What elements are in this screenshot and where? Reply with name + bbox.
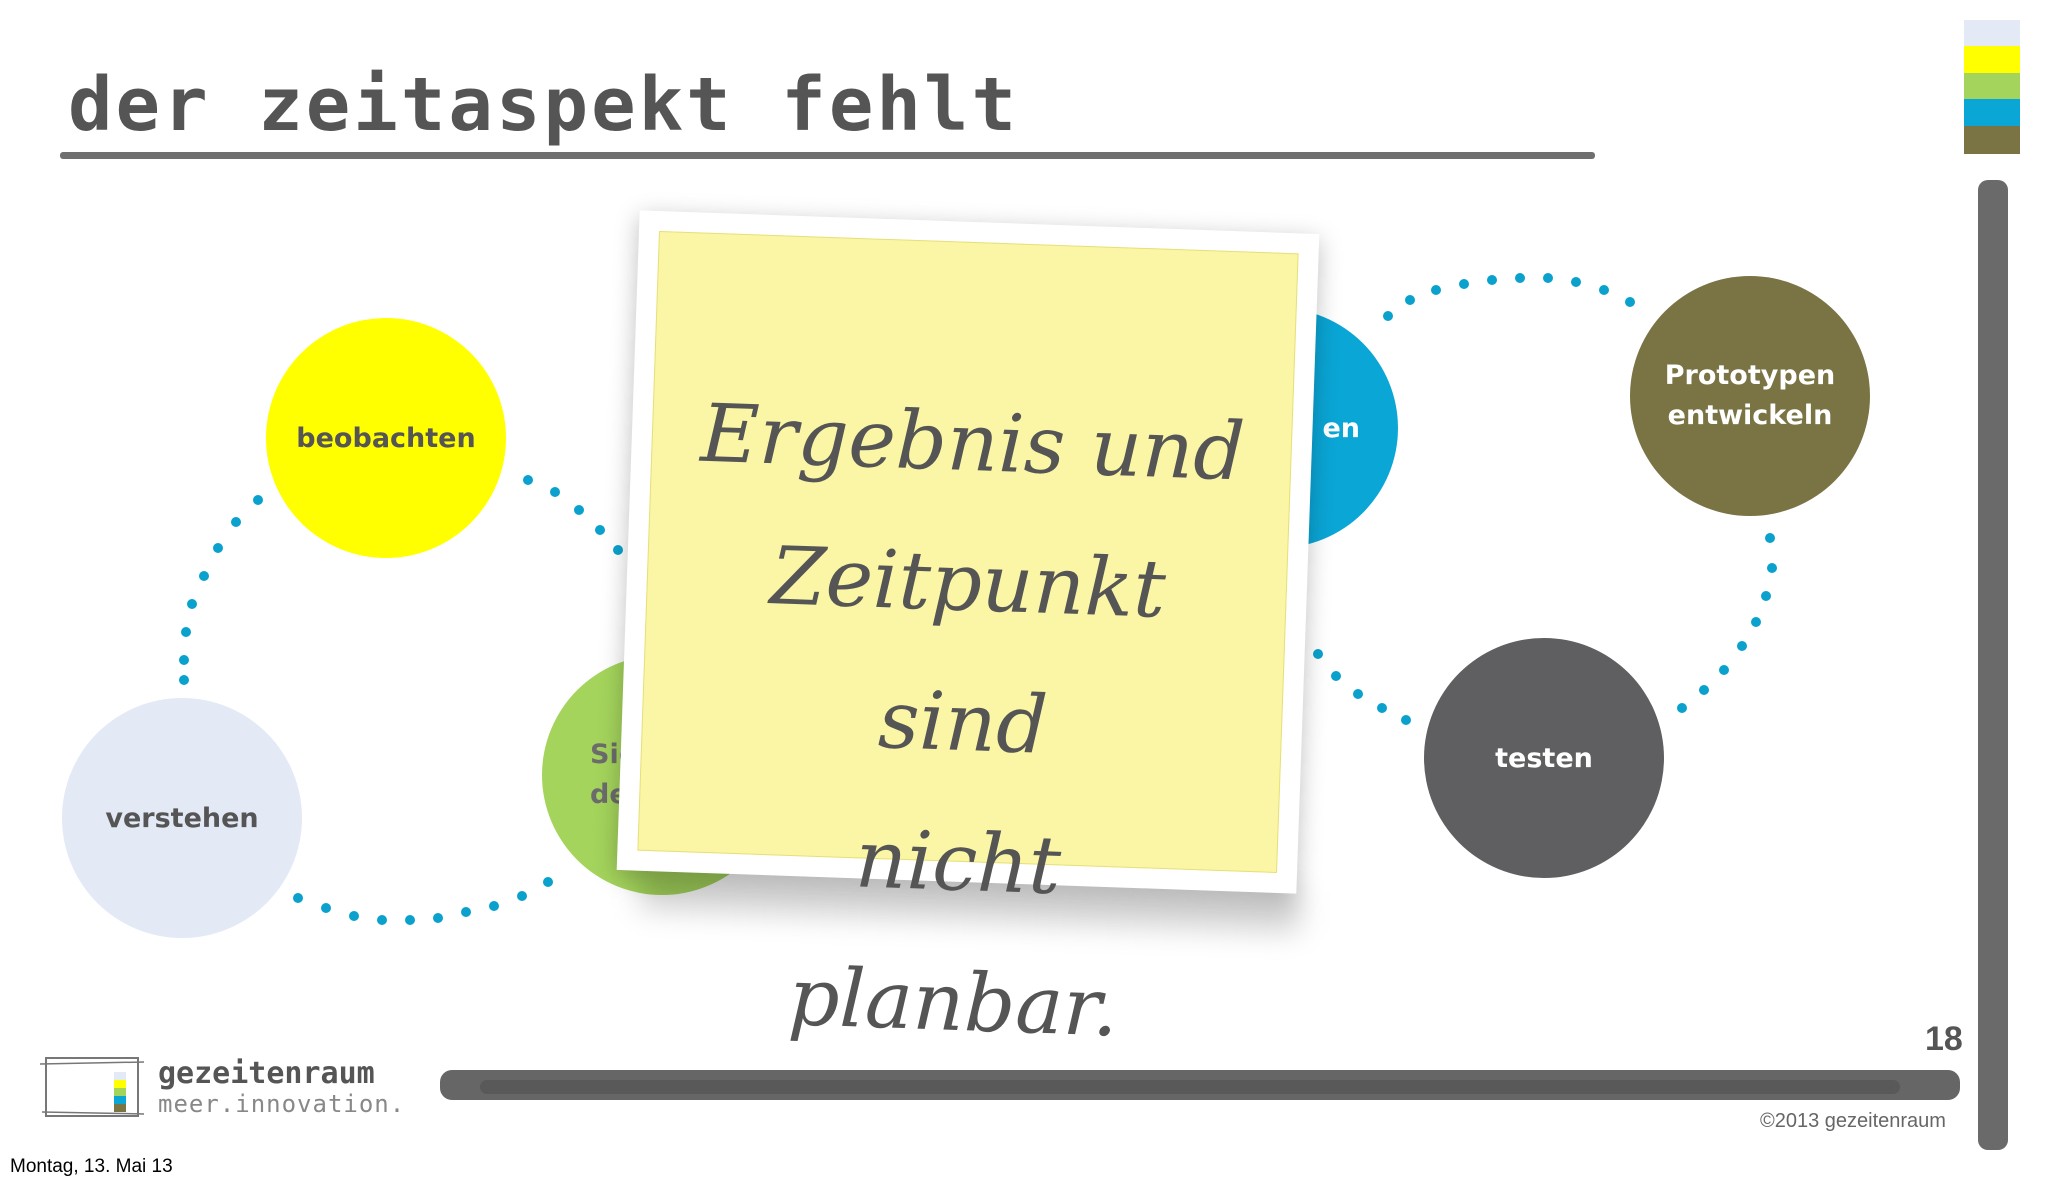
swatch-lightblue xyxy=(1964,20,2020,46)
circle-label-line1: Prototypen xyxy=(1664,360,1836,391)
dot xyxy=(1515,273,1525,283)
sticky-note-text: Ergebnis und Zeitpunkt sind nicht planba… xyxy=(671,363,1255,1082)
title-underline xyxy=(60,152,1595,159)
dot xyxy=(1431,285,1441,295)
dot xyxy=(231,517,241,527)
copyright: ©2013 gezeitenraum xyxy=(1760,1110,1946,1132)
dot xyxy=(517,891,527,901)
dot xyxy=(1767,563,1777,573)
logo-mark xyxy=(40,1057,144,1117)
circle-label: testen xyxy=(1495,742,1593,774)
circle-verstehen: verstehen xyxy=(62,698,302,938)
dot xyxy=(1625,297,1635,307)
bottom-brush-stroke-inner xyxy=(480,1080,1900,1094)
footer-date: Montag, 13. Mai 13 xyxy=(10,1156,173,1177)
dot xyxy=(1751,617,1761,627)
dot xyxy=(181,627,191,637)
dot xyxy=(1487,275,1497,285)
slide-title: der zeitaspekt fehlt xyxy=(68,62,1020,148)
dot xyxy=(187,599,197,609)
sticky-note-paper: Ergebnis und Zeitpunkt sind nicht planba… xyxy=(637,231,1299,1054)
dot xyxy=(1313,649,1323,659)
dot xyxy=(1765,533,1775,543)
swatch-blue xyxy=(1964,99,2020,126)
circle-beobachten: beobachten xyxy=(266,318,506,558)
dot xyxy=(523,475,533,485)
dot xyxy=(574,505,584,515)
swatch-olive xyxy=(1964,126,2020,154)
swatch-green xyxy=(1964,73,2020,99)
dot xyxy=(1719,665,1729,675)
dot xyxy=(595,525,605,535)
logo-name: gezeitenraum xyxy=(158,1056,375,1091)
dot xyxy=(543,877,553,887)
note-line-1: Ergebnis und xyxy=(699,386,1247,499)
sticky-note: Ergebnis und Zeitpunkt sind nicht planba… xyxy=(616,210,1320,1054)
dot xyxy=(1737,641,1747,651)
page-number: 18 xyxy=(1925,1020,1963,1058)
dot xyxy=(199,571,209,581)
logo-tagline: meer.innovation. xyxy=(158,1090,406,1118)
dot xyxy=(1377,703,1387,713)
note-line-2: Zeitpunkt sind xyxy=(768,529,1168,772)
swatch-yellow xyxy=(1964,46,2020,73)
note-line-3: nicht planbar. xyxy=(786,812,1120,1055)
dot xyxy=(1543,273,1553,283)
dot xyxy=(1331,671,1341,681)
dot xyxy=(253,495,263,505)
dot xyxy=(1571,277,1581,287)
dot xyxy=(179,655,189,665)
circle-label: verstehen xyxy=(105,802,259,834)
circle-testen: testen xyxy=(1424,638,1664,878)
dot xyxy=(321,903,331,913)
dot xyxy=(405,915,415,925)
dot xyxy=(1401,715,1411,725)
circle-label: en xyxy=(1322,412,1360,444)
dot xyxy=(1405,295,1415,305)
dot xyxy=(433,913,443,923)
dot xyxy=(213,543,223,553)
dot xyxy=(1459,279,1469,289)
circle-label-line2: entwickeln xyxy=(1667,400,1833,431)
dot xyxy=(1599,285,1609,295)
dot xyxy=(613,545,623,555)
circle-label: beobachten xyxy=(296,422,476,454)
dot xyxy=(461,907,471,917)
circle-prototypen: Prototypen entwickeln xyxy=(1630,276,1870,516)
dot xyxy=(377,915,387,925)
dot xyxy=(179,675,189,685)
dot xyxy=(1353,689,1363,699)
dot xyxy=(489,901,499,911)
dot xyxy=(1699,685,1709,695)
dot xyxy=(293,893,303,903)
dot xyxy=(550,487,560,497)
vertical-brush-stroke xyxy=(1978,180,2008,1150)
dot xyxy=(1383,311,1393,321)
dot xyxy=(349,911,359,921)
dot xyxy=(1677,703,1687,713)
dot xyxy=(1761,591,1771,601)
